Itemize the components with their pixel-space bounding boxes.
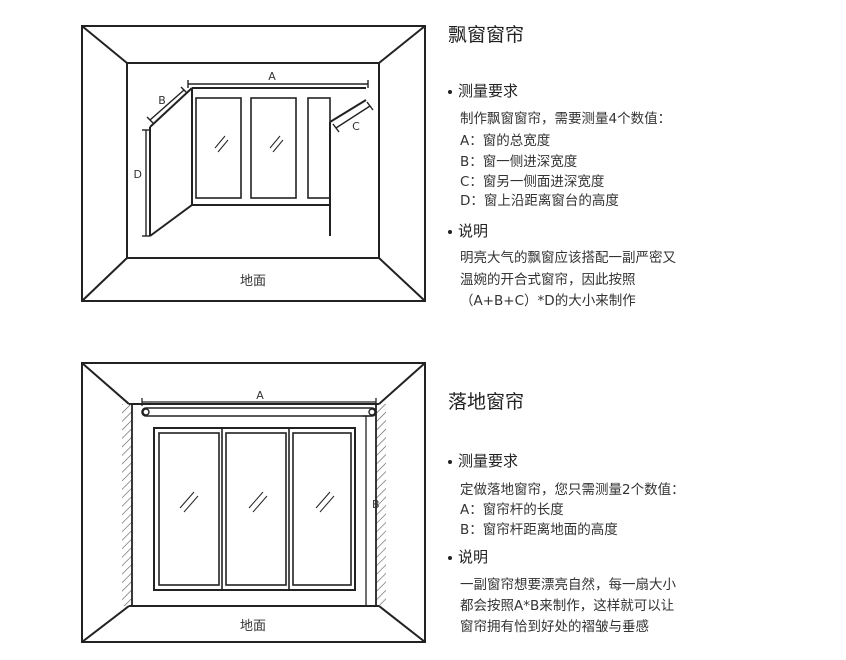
bay-note-line: （A+B+C）*D的大小来制作 (460, 293, 636, 309)
floor-label-a: A (256, 389, 264, 402)
floor-title: 落地窗帘 (448, 391, 525, 413)
floor-left-wall-hatch (122, 404, 132, 606)
floor-measure-line: B：窗帘杆距离地面的高度 (460, 522, 618, 538)
bay-title: 飘窗窗帘 (448, 24, 525, 46)
floor-outer-frame (81, 362, 426, 643)
bay-measure-heading-text: 测量要求 (458, 82, 519, 100)
floor-floor-label: 地面 (240, 619, 266, 634)
bay-note-line: 明亮大气的飘窗应该搭配一副严密又 (460, 250, 676, 266)
floor-note-line: 一副窗帘想要漂亮自然，每一扇大小 (460, 577, 676, 593)
floor-label-b: B (372, 498, 380, 511)
floor-measure-line: 定做落地窗帘，您只需测量2个数值： (460, 482, 685, 498)
bay-note-heading-text: 说明 (458, 222, 489, 240)
curtain-rod (141, 407, 377, 417)
bay-window-panel: 飘窗窗帘 测量要求 制作飘窗窗帘，需要测量4个数值： A：窗的总宽度 B：窗一侧… (448, 0, 838, 330)
bay-note-line: 温婉的开合式窗帘，因此按照 (460, 272, 636, 288)
bay-measure-heading: 测量要求 (448, 80, 518, 101)
bullet-dot (448, 89, 452, 94)
floor-note-heading-text: 说明 (458, 548, 489, 566)
bay-floor-label: 地面 (240, 274, 266, 289)
bay-measure-line: C：窗另一侧面进深宽度 (460, 174, 605, 190)
bay-label-a: A (268, 70, 276, 83)
bay-label-b: B (158, 94, 166, 107)
floor-window-inner (131, 398, 377, 607)
bullet-dot (448, 229, 452, 234)
bay-measure-line: B：窗一侧进深宽度 (460, 154, 578, 170)
floor-note-line: 都会按照A*B来制作，这样就可以让 (460, 598, 675, 614)
bay-note-heading: 说明 (448, 220, 488, 241)
floor-note-line: 窗帘拥有恰到好处的褶皱与垂感 (460, 619, 649, 635)
bay-outer-frame (81, 25, 426, 302)
bay-recess (149, 204, 331, 237)
bay-inner-frame (126, 62, 380, 259)
floor-window-diagram (81, 362, 426, 643)
floor-measure-heading-text: 测量要求 (458, 452, 519, 470)
bay-measure-line: A：窗的总宽度 (460, 133, 551, 149)
bay-measure-line: D：窗上沿距离窗台的高度 (460, 193, 619, 209)
floor-window-panel: 落地窗帘 测量要求 定做落地窗帘，您只需测量2个数值： A：窗帘杆的长度 B：窗… (448, 0, 838, 660)
bay-window-sashes (195, 97, 331, 199)
floor-measure-line: A：窗帘杆的长度 (460, 502, 564, 518)
bay-dimension-lines (142, 80, 374, 237)
bay-window-diagram (81, 25, 426, 302)
floor-window-frame (153, 427, 356, 591)
bullet-dot (448, 459, 452, 464)
bay-label-c: C (352, 120, 360, 133)
floor-measure-heading: 测量要求 (448, 450, 518, 471)
floor-right-wall-hatch (376, 404, 386, 606)
bay-measure-line: 制作飘窗窗帘，需要测量4个数值： (460, 111, 672, 127)
bullet-dot (448, 555, 452, 560)
bay-label-d: D (134, 168, 142, 181)
floor-note-heading: 说明 (448, 546, 488, 567)
